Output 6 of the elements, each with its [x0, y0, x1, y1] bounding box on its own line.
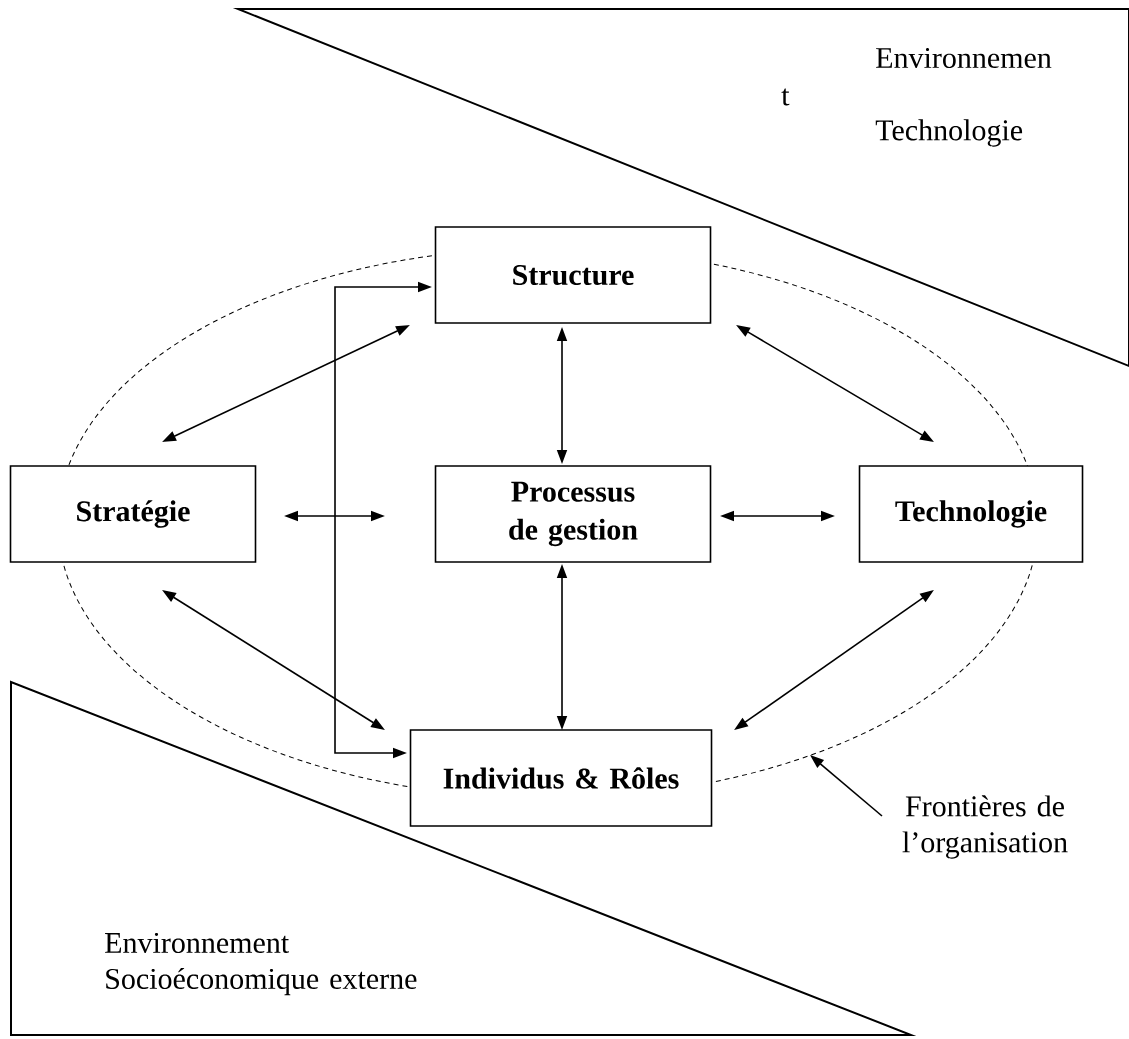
process-box: Technologie: [858, 465, 1084, 563]
process-box: Processus de gestion: [434, 465, 712, 563]
boundary-label: Frontières de l’organisation: [902, 795, 1068, 859]
process-box: Individus & Rôles: [409, 729, 713, 827]
process-box: Structure: [434, 226, 712, 324]
process-box: Stratégie: [9, 465, 257, 563]
